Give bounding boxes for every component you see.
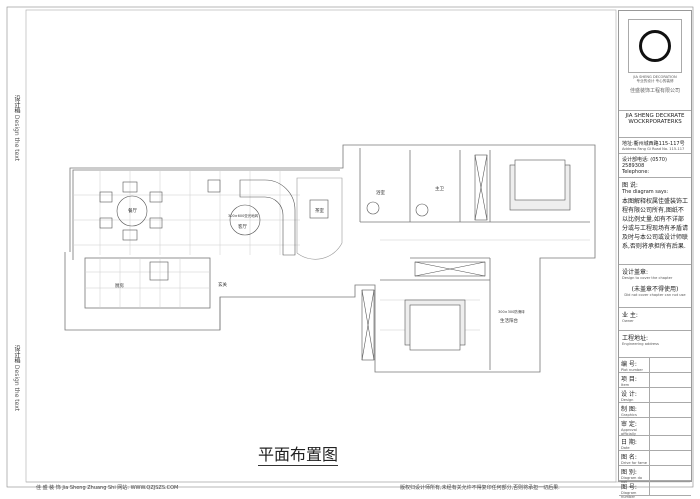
drawing-title: 平面布置图 xyxy=(258,441,339,466)
company-logo-section: JIA SHENG DECORATION 专业的设计 专心的装修 佳盛装饰工程有… xyxy=(619,11,691,111)
project-address: 工程地址:Engineering address xyxy=(619,331,691,358)
notes-title-cn: 图 说: xyxy=(622,182,638,189)
logo-note: 专业的设计 专心的装修 xyxy=(636,79,674,83)
row-en: Date xyxy=(621,446,630,450)
row-en: Diagram number xyxy=(621,491,637,499)
footer-right: 版权归设计师所有,未经有关允许不得复印任何部分,否则将承担一切后果. xyxy=(400,485,560,491)
info-row: 制 图:Graphics xyxy=(619,403,691,418)
room-kitchen: 厨房 xyxy=(115,284,124,289)
owner: 业 主:Owner xyxy=(619,308,691,331)
row-en: Graphics xyxy=(621,413,637,417)
row-en: Plot number xyxy=(621,368,643,372)
row-cn: 设 计: xyxy=(621,391,637,398)
row-cn: 图 名: xyxy=(621,454,637,461)
room-living: 客厅 xyxy=(238,225,247,230)
room-bath2: 主卫 xyxy=(435,187,444,192)
address-en: Address Fang Gi Road No. 115-117 xyxy=(622,147,685,151)
room-balcony: 生活阳台 xyxy=(500,319,518,324)
phone-cn: 设计部电话: (0570) 2589308 xyxy=(622,157,667,169)
row-en: Item xyxy=(621,383,630,387)
info-row: 日 期:Date xyxy=(619,436,691,451)
project-address-cn: 工程地址: xyxy=(622,335,649,342)
info-row: 编 号:Plot number xyxy=(619,358,691,373)
row-cn: 图 号: xyxy=(621,484,637,491)
info-row: 图 号:Diagram number xyxy=(619,481,691,499)
info-row: 图 名:Drive for fame xyxy=(619,451,691,466)
room-bath1: 浴室 xyxy=(376,191,385,196)
info-row: 项 目:Item xyxy=(619,373,691,388)
footer-left: 佳 盛 装 饰 Jia Sheng Zhuang Shi 网站: WWW.QZJ… xyxy=(36,485,179,491)
company-en: JIA SHENG DECKRATE WOCKRPORATERKS xyxy=(619,111,691,138)
row-en: Diagram do not xyxy=(621,476,643,484)
owner-en: Owner xyxy=(622,319,634,323)
tile-note-balcony: 300×300防滑砖 xyxy=(498,310,525,314)
room-corridor: 玄关 xyxy=(218,283,227,288)
row-cn: 日 期: xyxy=(621,439,637,446)
project-address-en: Engineering address xyxy=(622,342,659,346)
walls xyxy=(64,144,596,373)
room-dining: 餐厅 xyxy=(128,209,137,214)
diagram-notes: 图 说: The diagram says: 本图解释权属佳盛装饰工程有限公司所… xyxy=(619,178,691,265)
notes-body: 本图解释权属佳盛装饰工程有限公司所有,图纸不以比例丈量,如有不详部分或与工程现场… xyxy=(622,198,689,250)
tile-note: 300×600亚光地砖 xyxy=(228,214,259,218)
seal-cn: 设计盖章: xyxy=(622,269,649,276)
logo-mark-icon xyxy=(639,30,671,62)
side-en: Design the text xyxy=(13,364,20,412)
info-row: 设 计:Design xyxy=(619,388,691,403)
room-study: 茶室 xyxy=(315,209,324,214)
row-en: Approval officially xyxy=(621,428,637,436)
side-cn: 设计稿 xyxy=(13,95,20,113)
info-rows: 编 号:Plot number 项 目:Item 设 计:Design 制 图:… xyxy=(619,358,691,499)
phone-en: Telephone: xyxy=(622,169,650,175)
side-label-bottom: 设计稿 Design the text xyxy=(12,345,21,411)
seal-note-en: Did not cover chapter can not use xyxy=(624,293,686,297)
address-cn: 地址:衢州城西路115-117号 xyxy=(622,141,685,147)
row-cn: 图 别: xyxy=(621,469,637,476)
row-cn: 审 定: xyxy=(621,421,637,428)
title-block: JIA SHENG DECORATION 专业的设计 专心的装修 佳盛装饰工程有… xyxy=(618,10,692,499)
side-cn: 设计稿 xyxy=(13,345,20,363)
owner-cn: 业 主: xyxy=(622,312,638,319)
row-cn: 编 号: xyxy=(621,361,637,368)
info-row: 审 定:Approval officially xyxy=(619,418,691,436)
furniture xyxy=(99,154,571,361)
info-row: 图 别:Diagram do not xyxy=(619,466,691,484)
notes-title-en: The diagram says: xyxy=(622,189,669,195)
row-en: Design xyxy=(621,398,634,402)
row-en: Drive for fame xyxy=(621,461,647,465)
logo-small: JIA SHENG DECORATION xyxy=(633,75,677,79)
row-cn: 制 图: xyxy=(621,406,637,413)
seal-section: 设计盖章: Design to cover the chapter (未盖章不得… xyxy=(619,265,691,308)
side-label-top: 设计稿 Design the text xyxy=(12,95,21,161)
side-en: Design the text xyxy=(13,114,20,162)
company-cn: 佳盛装饰工程有限公司 xyxy=(629,88,680,94)
floor-tiles xyxy=(73,170,590,331)
logo xyxy=(628,19,682,73)
row-cn: 项 目: xyxy=(621,376,637,383)
seal-en: Design to cover the chapter xyxy=(622,276,673,280)
seal-note-cn: (未盖章不得使用) xyxy=(631,286,679,293)
